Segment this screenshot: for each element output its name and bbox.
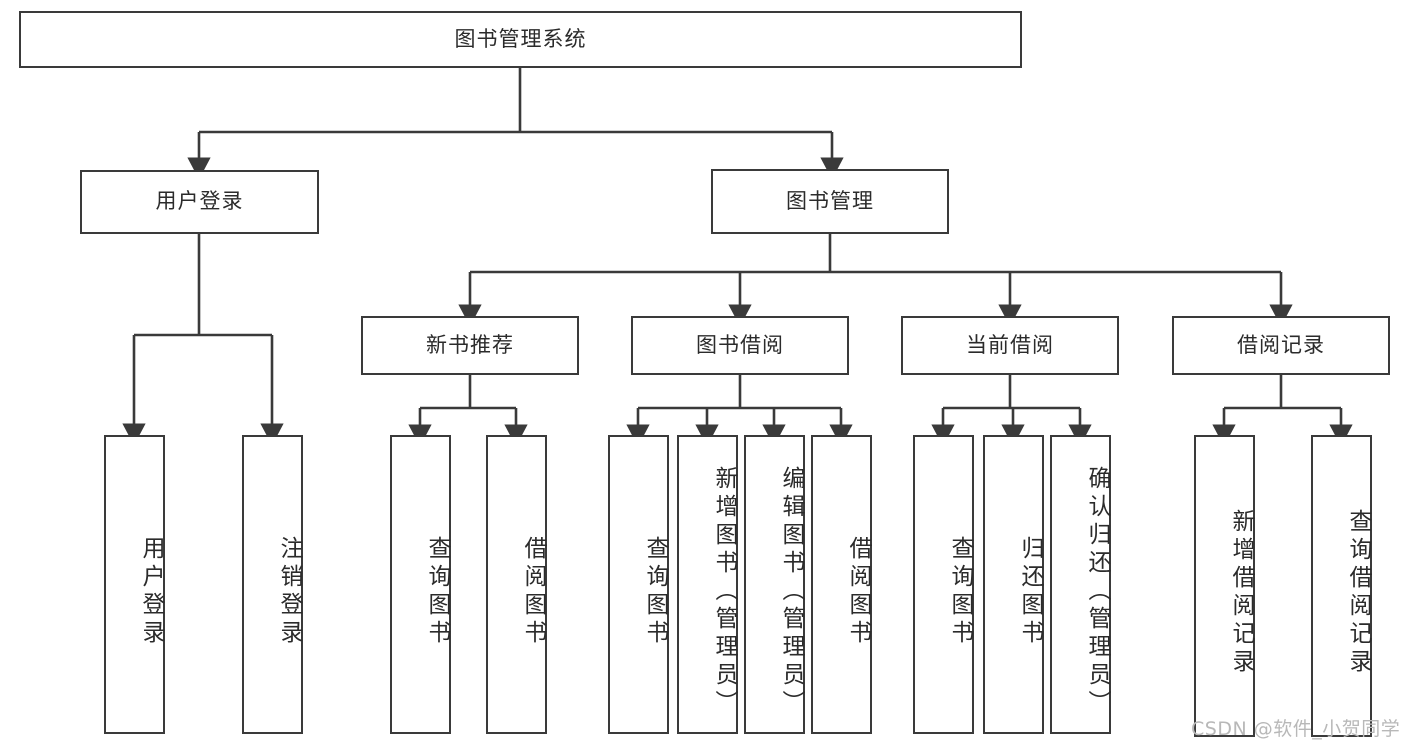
leaf-edit-book-admin[interactable]: 编辑图书（管理员） bbox=[744, 435, 805, 734]
node-new-book-recommendation[interactable]: 新书推荐 bbox=[361, 316, 579, 375]
leaf-add-borrow-record[interactable]: 新增借阅记录 bbox=[1194, 435, 1255, 737]
leaf-query-book-borrow[interactable]: 查询图书 bbox=[608, 435, 669, 734]
watermark-text: CSDN @软件_小贺同学 bbox=[1191, 718, 1401, 740]
leaf-add-book-admin-label: 新增图书（管理员） bbox=[711, 465, 737, 718]
node-book-management-label: 图书管理 bbox=[786, 188, 874, 213]
leaf-query-book-current-label: 查询图书 bbox=[947, 535, 973, 648]
leaf-query-book-rec-label: 查询图书 bbox=[424, 535, 450, 648]
leaf-borrow-book[interactable]: 借阅图书 bbox=[811, 435, 872, 734]
node-current-borrow[interactable]: 当前借阅 bbox=[901, 316, 1119, 375]
leaf-add-borrow-record-label: 新增借阅记录 bbox=[1228, 509, 1254, 677]
leaf-query-book-rec[interactable]: 查询图书 bbox=[390, 435, 451, 734]
leaf-return-book-label: 归还图书 bbox=[1017, 535, 1043, 648]
node-borrow-record[interactable]: 借阅记录 bbox=[1172, 316, 1390, 375]
leaf-confirm-return-admin[interactable]: 确认归还（管理员） bbox=[1050, 435, 1111, 734]
node-root-label: 图书管理系统 bbox=[454, 26, 587, 51]
leaf-borrow-book-rec-label: 借阅图书 bbox=[520, 535, 546, 648]
node-root[interactable]: 图书管理系统 bbox=[19, 11, 1022, 68]
leaf-logout-login-label: 注销登录 bbox=[276, 535, 302, 648]
node-borrow-record-label: 借阅记录 bbox=[1237, 332, 1325, 357]
node-book-borrow[interactable]: 图书借阅 bbox=[631, 316, 849, 375]
node-book-management[interactable]: 图书管理 bbox=[711, 169, 949, 234]
leaf-borrow-book-rec[interactable]: 借阅图书 bbox=[486, 435, 547, 734]
leaf-confirm-return-admin-label: 确认归还（管理员） bbox=[1084, 465, 1110, 718]
leaf-edit-book-admin-label: 编辑图书（管理员） bbox=[778, 465, 804, 718]
leaf-user-login-label: 用户登录 bbox=[138, 535, 164, 648]
leaf-query-book-current[interactable]: 查询图书 bbox=[913, 435, 974, 734]
leaf-query-borrow-record[interactable]: 查询借阅记录 bbox=[1311, 435, 1372, 737]
leaf-query-borrow-record-label: 查询借阅记录 bbox=[1345, 509, 1371, 677]
node-user-login-label: 用户登录 bbox=[155, 189, 244, 214]
leaf-borrow-book-label: 借阅图书 bbox=[845, 535, 871, 648]
leaf-user-login[interactable]: 用户登录 bbox=[104, 435, 165, 734]
leaf-return-book[interactable]: 归还图书 bbox=[983, 435, 1044, 734]
leaf-logout-login[interactable]: 注销登录 bbox=[242, 435, 303, 734]
node-user-login[interactable]: 用户登录 bbox=[80, 170, 319, 234]
node-new-book-recommendation-label: 新书推荐 bbox=[426, 332, 514, 357]
leaf-query-book-borrow-label: 查询图书 bbox=[642, 535, 668, 648]
node-current-borrow-label: 当前借阅 bbox=[966, 332, 1054, 357]
node-book-borrow-label: 图书借阅 bbox=[696, 332, 784, 357]
leaf-add-book-admin[interactable]: 新增图书（管理员） bbox=[677, 435, 738, 734]
